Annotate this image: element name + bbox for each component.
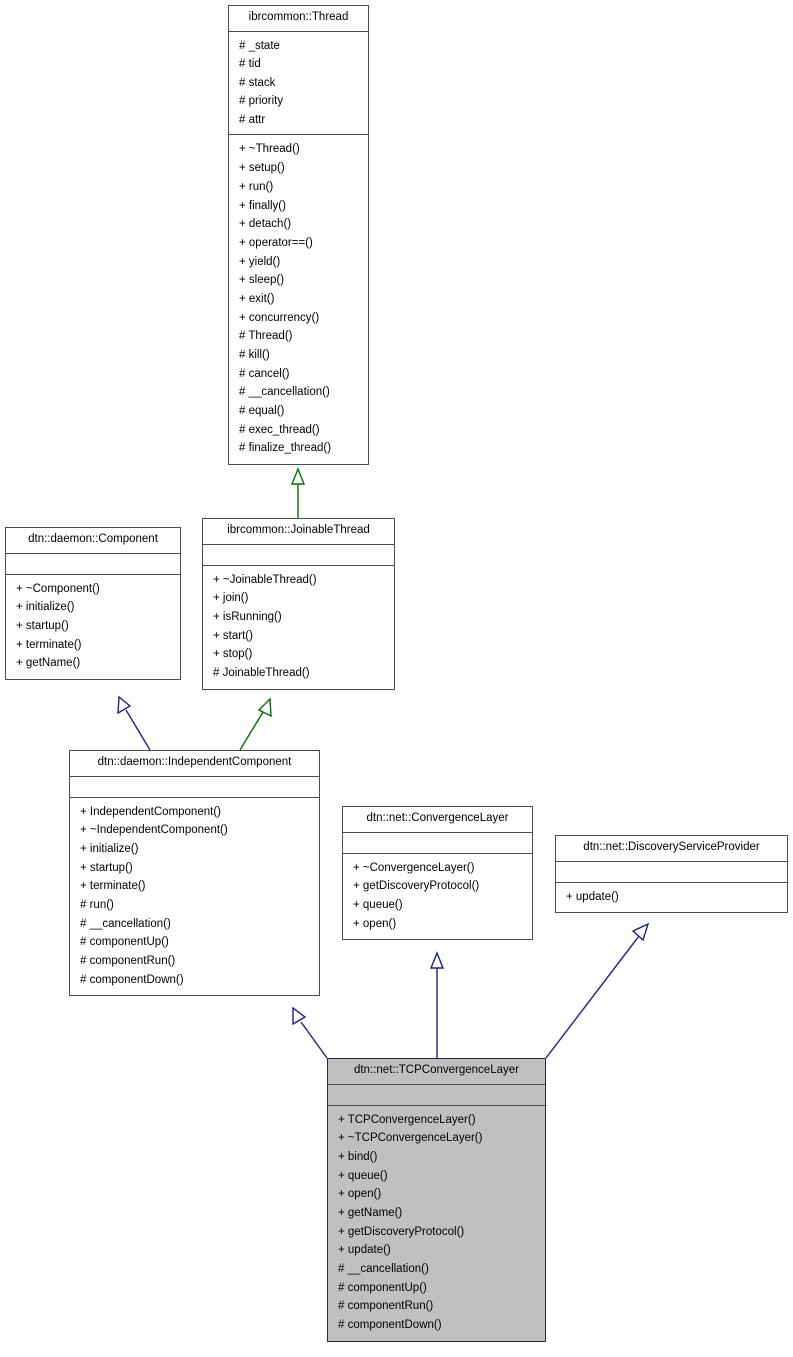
operation-row: + IndependentComponent()	[80, 805, 221, 818]
operation-row: + open()	[353, 917, 397, 930]
class-attributes	[556, 862, 787, 883]
class-attributes	[70, 777, 319, 798]
operation-row: + startup()	[16, 619, 69, 632]
operation-row: + ~Thread()	[239, 143, 300, 156]
operation-row: + ~JoinableThread()	[213, 573, 317, 586]
class-attributes	[203, 545, 394, 566]
operation-row: + initialize()	[80, 842, 139, 855]
operation-row: # Thread()	[239, 330, 293, 343]
operation-row: + update()	[566, 890, 619, 903]
class-operations: + ~Thread() + setup() + run() + finally(…	[229, 135, 368, 464]
class-attributes	[6, 554, 180, 575]
operation-row: + startup()	[80, 861, 133, 874]
operation-row: + isRunning()	[213, 610, 282, 623]
class-box-dtn-net-convergencelayer[interactable]: dtn::net::ConvergenceLayer + ~Convergenc…	[342, 806, 533, 941]
operation-row: + getName()	[16, 657, 81, 670]
operation-row: + yield()	[239, 255, 281, 268]
operation-row: + run()	[239, 180, 274, 193]
operation-row: + concurrency()	[239, 311, 320, 324]
operation-row: + ~TCPConvergenceLayer()	[338, 1132, 483, 1145]
edge-independentcomponent-to-joinablethread	[239, 697, 272, 751]
class-attributes	[343, 833, 532, 854]
edge-joinablethread-to-thread	[290, 467, 306, 518]
operation-row: + initialize()	[16, 601, 75, 614]
operation-row: + queue()	[338, 1169, 388, 1182]
edge-independentcomponent-to-component	[117, 695, 151, 751]
operation-row: + setup()	[239, 162, 285, 175]
class-box-dtn-net-tcpconvergencelayer[interactable]: dtn::net::TCPConvergenceLayer + TCPConve…	[327, 1058, 546, 1342]
class-box-ibrcommon-joinablethread[interactable]: ibrcommon::JoinableThread + ~JoinableThr…	[202, 518, 395, 690]
operation-row: # componentDown()	[80, 973, 184, 986]
operation-row: + ~IndependentComponent()	[80, 824, 228, 837]
class-attributes: # _state # tid # stack # priority # attr	[229, 32, 368, 136]
class-title: ibrcommon::JoinableThread	[203, 519, 394, 545]
operation-row: # componentUp()	[80, 936, 169, 949]
operation-row: + ~ConvergenceLayer()	[353, 861, 475, 874]
class-box-dtn-daemon-component[interactable]: dtn::daemon::Component + ~Component() + …	[5, 527, 181, 680]
class-title: dtn::daemon::Component	[6, 528, 180, 554]
class-title: dtn::daemon::IndependentComponent	[70, 751, 319, 777]
attribute-row: # _state	[239, 39, 280, 52]
attribute-row: # tid	[239, 58, 261, 71]
class-operations: + ~ConvergenceLayer() + getDiscoveryProt…	[343, 854, 532, 940]
class-operations: + IndependentComponent() + ~IndependentC…	[70, 798, 319, 996]
operation-row: + open()	[338, 1188, 382, 1201]
operation-row: # componentRun()	[338, 1300, 434, 1313]
class-box-ibrcommon-thread[interactable]: ibrcommon::Thread # _state # tid # stack…	[228, 5, 369, 466]
attribute-row: # priority	[239, 95, 284, 108]
operation-row: # exec_thread()	[239, 423, 320, 436]
edge-tcpconvergencelayer-to-convergencelayer	[429, 951, 445, 1058]
operation-row: # componentRun()	[80, 955, 176, 967]
operation-row: + operator==()	[239, 236, 313, 249]
operation-row: + getDiscoveryProtocol()	[353, 880, 480, 893]
class-title: dtn::net::DiscoveryServiceProvider	[556, 836, 787, 862]
operation-row: + start()	[213, 629, 253, 642]
class-title: dtn::net::TCPConvergenceLayer	[328, 1059, 545, 1085]
operation-row: # componentUp()	[338, 1281, 427, 1294]
class-operations: + TCPConvergenceLayer() + ~TCPConvergenc…	[328, 1106, 545, 1341]
edge-tcpconvergencelayer-to-discoveryserviceprovider	[545, 922, 650, 1059]
operation-row: + terminate()	[80, 880, 146, 893]
operation-row: # __cancellation()	[80, 917, 171, 930]
class-title: ibrcommon::Thread	[229, 6, 368, 32]
operation-row: + detach()	[239, 218, 292, 231]
operation-row: + exit()	[239, 292, 275, 305]
operation-row: # run()	[80, 898, 114, 911]
operation-row: # componentDown()	[338, 1319, 442, 1332]
operation-row: + stop()	[213, 648, 253, 661]
operation-row: + getName()	[338, 1206, 403, 1219]
operation-row: + update()	[338, 1244, 391, 1257]
operation-row: + finally()	[239, 199, 286, 212]
operation-row: + queue()	[353, 898, 403, 911]
operation-row: + join()	[213, 592, 249, 605]
class-box-dtn-daemon-independentcomponent[interactable]: dtn::daemon::IndependentComponent + Inde…	[69, 750, 320, 997]
operation-row: + TCPConvergenceLayer()	[338, 1113, 476, 1126]
attribute-row: # attr	[239, 113, 266, 126]
attribute-row: # stack	[239, 76, 276, 89]
operation-row: # finalize_thread()	[239, 442, 332, 455]
class-box-dtn-net-discoveryserviceprovider[interactable]: dtn::net::DiscoveryServiceProvider + upd…	[555, 835, 788, 914]
operation-row: # kill()	[239, 349, 270, 362]
class-operations: + ~JoinableThread() + join() + isRunning…	[203, 566, 394, 689]
operation-row: # JoinableThread()	[213, 666, 310, 679]
class-title: dtn::net::ConvergenceLayer	[343, 807, 532, 833]
operation-row: + sleep()	[239, 274, 285, 287]
edge-tcpconvergencelayer-to-independentcomponent	[292, 1006, 328, 1059]
operation-row: # __cancellation()	[338, 1263, 429, 1275]
operation-row: + ~Component()	[16, 582, 100, 595]
class-operations: + ~Component() + initialize() + startup(…	[6, 575, 180, 679]
operation-row: # __cancellation()	[239, 386, 330, 399]
operation-row: + terminate()	[16, 638, 82, 651]
operation-row: + bind()	[338, 1150, 378, 1163]
operation-row: # equal()	[239, 405, 285, 418]
operation-row: + getDiscoveryProtocol()	[338, 1225, 465, 1238]
operation-row: # cancel()	[239, 367, 290, 380]
class-operations: + update()	[556, 883, 787, 913]
class-attributes	[328, 1085, 545, 1106]
